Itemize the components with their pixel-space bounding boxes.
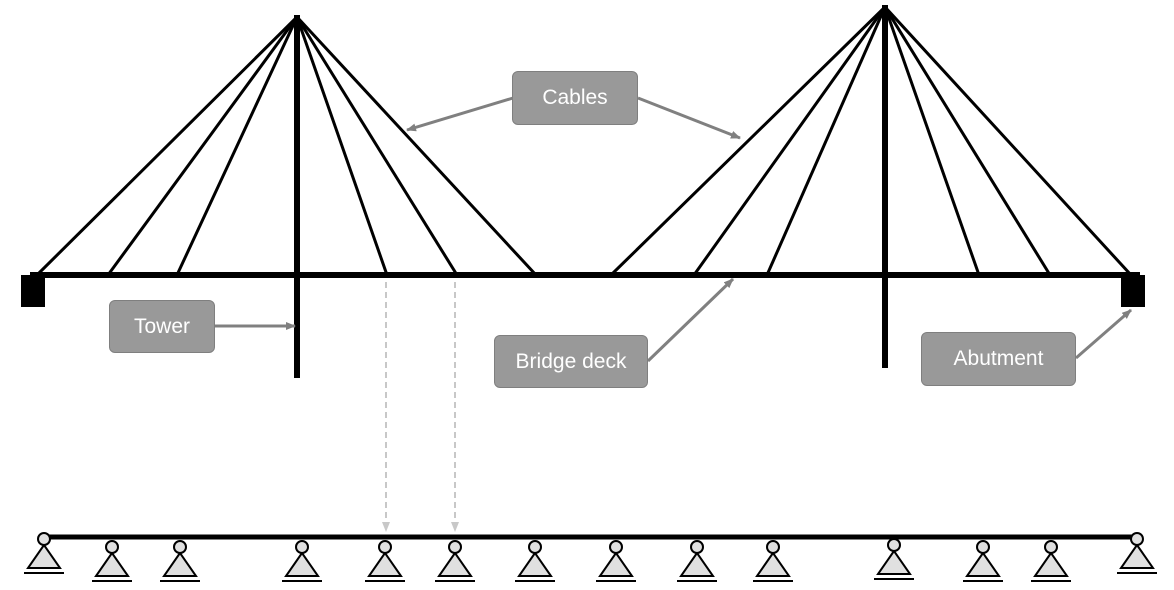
pin-support	[753, 540, 793, 582]
cable	[692, 6, 887, 276]
callout-arrows	[215, 96, 1132, 363]
tower-label: Tower	[133, 314, 191, 338]
pin-support	[677, 540, 717, 582]
cable	[35, 15, 299, 277]
supports	[24, 532, 1157, 582]
bridge-deck-callout: Bridge deck	[494, 335, 648, 388]
right-tower-cables	[609, 5, 1133, 277]
left-abutment	[21, 275, 45, 307]
cable	[883, 6, 1052, 276]
pin-support	[92, 540, 132, 582]
cable	[175, 16, 299, 276]
abutment-label: Abutment	[953, 347, 1044, 370]
cable	[295, 15, 538, 277]
pin-support	[515, 540, 555, 582]
cable	[883, 6, 981, 276]
cables-callout: Cables	[512, 71, 638, 125]
cable	[765, 6, 887, 276]
cable	[295, 16, 459, 276]
abutment-callout: Abutment	[921, 332, 1076, 386]
pin-support	[24, 532, 64, 574]
cables-arrow-right	[637, 96, 741, 140]
pin-support	[365, 540, 405, 582]
pin-support	[435, 540, 475, 582]
bridge-deck-label: Bridge deck	[515, 349, 627, 373]
cable	[295, 16, 389, 276]
left-tower-cables	[35, 15, 538, 277]
pin-support	[282, 540, 322, 582]
right-abutment	[1121, 275, 1145, 307]
bridge-deck-arrow	[646, 277, 735, 363]
projection-lines	[382, 282, 459, 532]
pin-support	[1031, 540, 1071, 582]
abutment-arrow	[1075, 308, 1132, 360]
pin-support	[596, 540, 636, 582]
pin-support	[1117, 532, 1157, 574]
cables-label: Cables	[542, 86, 608, 109]
cable	[609, 5, 887, 277]
cable	[106, 16, 299, 276]
pin-support	[874, 538, 914, 580]
cable	[883, 5, 1133, 277]
cables-arrow-left	[406, 96, 514, 132]
pin-support	[160, 540, 200, 582]
tower-callout: Tower	[109, 300, 215, 353]
pin-support	[963, 540, 1003, 582]
